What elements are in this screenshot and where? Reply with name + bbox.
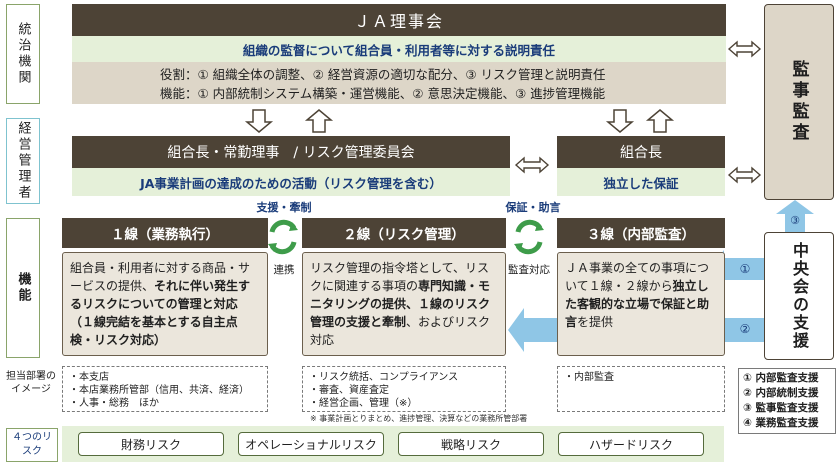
arrow-up-icon (645, 109, 675, 133)
dept-item: ・審査、資産査定 (309, 385, 389, 396)
board-roles: 役割：① 組織全体の調整、② 経営資源の適切な配分、③ リスク管理と説明責任 (160, 67, 606, 82)
line2-body: リスク管理の指令塔として、リスクに関連する事項の専門知識・モニタリングの提供、１… (302, 252, 506, 356)
double-arrow-icon (514, 156, 550, 174)
central-title: 中央会の支援 (790, 242, 809, 350)
board-title: ＪＡ理事会 (72, 4, 726, 36)
departments-label: 担当部署のイメージ (6, 371, 56, 395)
marker-1: ① (739, 262, 751, 276)
label-audit-response: 監査対応 (508, 264, 550, 276)
line2-body-lead: リスク管理の指令塔として、リスクに関連する事項の (310, 261, 490, 293)
support-item: ③ 監事監査支援 (743, 402, 819, 414)
dept-item: ・本支店 (69, 372, 109, 383)
line3-title: ３線（内部監査） (557, 218, 725, 248)
line1-body-lead: 組合員・利用者に対する商品・サービスの提供、 (70, 261, 251, 293)
risk-financial: 財務リスク (78, 432, 224, 456)
board-details: 役割：① 組織全体の調整、② 経営資源の適切な配分、③ リスク管理と説明責任 機… (72, 62, 726, 104)
double-arrow-icon (727, 40, 762, 58)
line1-title: １線（業務執行） (62, 218, 268, 248)
line2-title: ２線（リスク管理） (302, 218, 506, 248)
line2-body-tail: 、およびリスク対応 (310, 315, 491, 347)
board-band: 組織の監督について組合員・利用者等に対する説明責任 (72, 36, 726, 62)
risk-hazard: ハザードリスク (558, 432, 704, 456)
line3-body-bold: 独立した客観的な立場で保証と助言 (565, 279, 710, 329)
dept-item: ・本店業務所管部（信用、共済、経済） (69, 385, 249, 396)
central-support-list: ① 内部監査支援 ② 内部統制支援 ③ 監事監査支援 ④ 業務監査支援 (738, 368, 836, 434)
departments-line2: ・リスク統括、コンプライアンス ・審査、資産査定 ・経営企画、管理（※） (302, 366, 506, 412)
departments-line1: ・本支店 ・本店業務所管部（信用、共済、経済） ・人事・総務 ほか (62, 366, 268, 412)
line1-body: 組合員・利用者に対する商品・サービスの提供、それに伴い発生するリスクについての管… (62, 252, 268, 356)
line1-body-bold: それに伴い発生するリスクについての管理と対応（１線完結を基本とする自主点検・リス… (70, 279, 251, 347)
risks-label: ４つのリスク (6, 428, 58, 462)
line3-body-lead: ＪＡ事業の全ての事項について１線・２線から (565, 261, 710, 293)
departments-line3: ・内部監査 (557, 366, 725, 412)
side-label-function: 機能 (6, 218, 40, 358)
support-item: ④ 業務監査支援 (743, 417, 819, 429)
dept-item: ・人事・総務 ほか (69, 398, 159, 409)
arrow-down-icon (244, 109, 274, 133)
departments-note: ※ 事業計画とりまとめ、進捗管理、決算などの業務所管部署 (310, 414, 528, 423)
board-functions: 機能：① 内部統制システム構築・運営機能、② 意思決定機能、③ 進捗管理機能 (160, 86, 606, 101)
label-cooperation: 連携 (273, 264, 295, 276)
line3-body: ＪＡ事業の全ての事項について１線・２線から独立した客観的な立場で保証と助言を提供 (557, 252, 725, 356)
auditor-box: 監事監査 (764, 4, 834, 200)
central-box: 中央会の支援 (764, 232, 834, 360)
label-assurance-advice: 保証・助言 (505, 201, 561, 214)
risk-strategic: 戦略リスク (398, 432, 544, 456)
side-label-governance: 統治機関 (6, 4, 40, 104)
risk-operational: オペレーショナルリスク (238, 432, 384, 456)
marker-2: ② (739, 322, 751, 336)
dept-item: ・リスク統括、コンプライアンス (309, 372, 459, 383)
support-item: ② 内部統制支援 (743, 387, 819, 399)
arrow-up-icon (304, 109, 334, 133)
line2-body-bold: 専門知識・モニタリングの提供、１線のリスク管理の支援と牽制 (310, 279, 491, 329)
dept-item: ・経営企画、管理（※） (309, 398, 418, 409)
marker-3: ③ (790, 214, 800, 227)
arrow-down-icon (605, 109, 635, 133)
support-item: ① 内部監査支援 (743, 372, 819, 384)
label-support-restraint: 支援・牽制 (256, 201, 312, 214)
chief-title: 組合長 (557, 136, 725, 168)
auditor-title: 監事監査 (788, 60, 809, 144)
chief-band: 独立した保証 (557, 168, 725, 196)
support-arrow-icon (776, 200, 814, 232)
line3-body-tail: を提供 (577, 315, 614, 329)
committee-title: 組合長・常勤理事 / リスク管理委員会 (72, 136, 510, 168)
double-arrow-icon (727, 166, 762, 184)
side-label-management: 経営管理者 (6, 118, 40, 204)
committee-band: JA事業計画の達成のための活動（リスク管理を含む） (72, 168, 510, 196)
dept-item: ・内部監査 (564, 372, 614, 383)
